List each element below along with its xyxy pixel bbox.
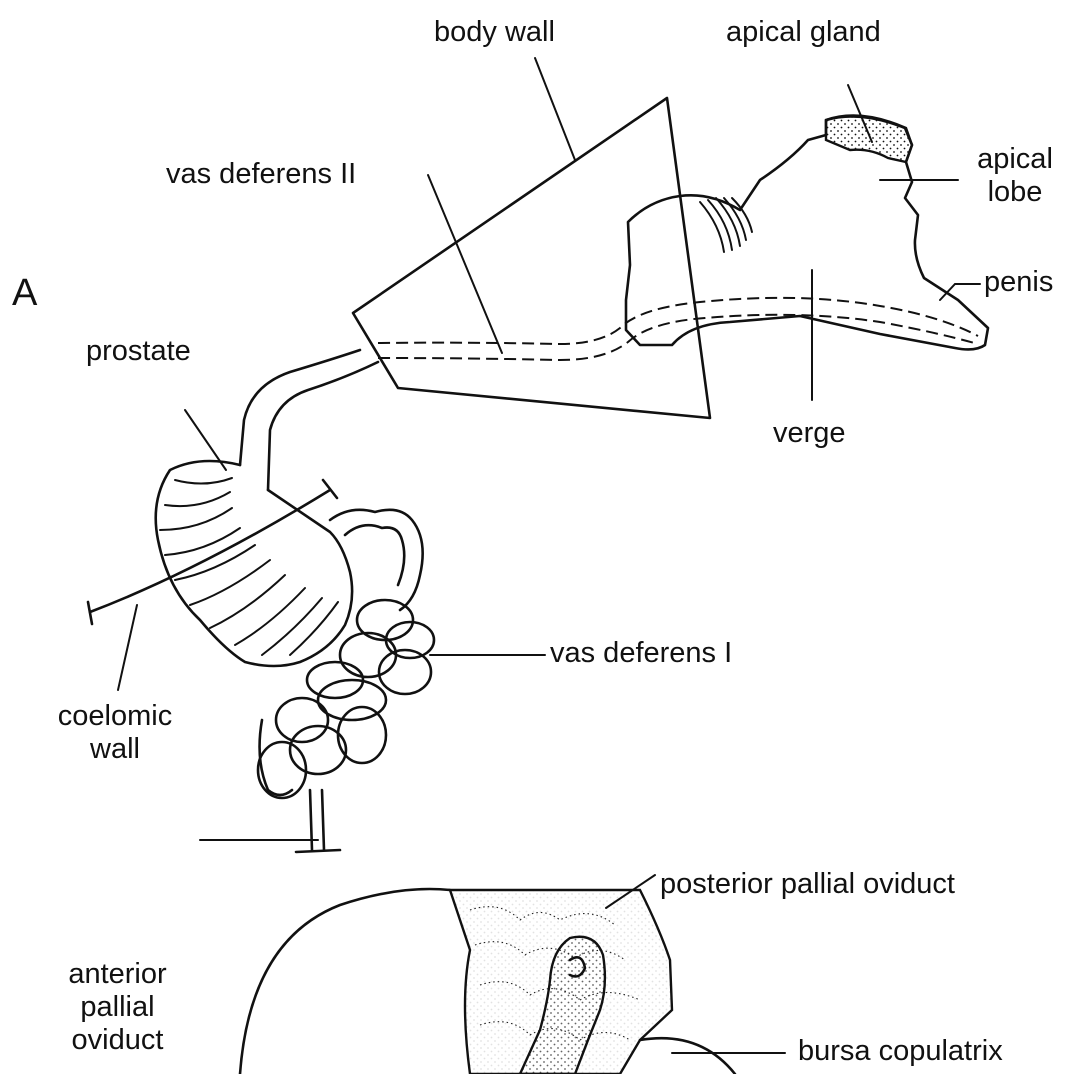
label-coelomic-wall: coelomic wall (40, 700, 190, 766)
label-anterior-pallial-oviduct: anterior pallial oviduct (40, 958, 195, 1057)
label-apical-lobe: apical lobe (960, 143, 1070, 209)
vas-deferens-i-coils (258, 510, 434, 798)
coelomic-wall-end-left (88, 602, 92, 624)
label-verge: verge (773, 417, 846, 450)
coelomic-wall-end-right (323, 480, 337, 498)
anterior-pallial-oviduct-outline (240, 889, 450, 1074)
label-anterior-pallial-oviduct-line3: oviduct (40, 1024, 195, 1057)
apical-gland (826, 116, 912, 163)
prostate-gland (156, 461, 352, 666)
verge-folds (700, 198, 752, 252)
prostate-lobules (160, 478, 338, 655)
label-vas-deferens-i: vas deferens I (550, 637, 732, 670)
prostate-duct-inner (268, 362, 378, 490)
label-coelomic-wall-line2: wall (40, 733, 190, 766)
label-apical-lobe-line2: lobe (960, 176, 1070, 209)
prostate-duct (240, 350, 360, 465)
label-posterior-pallial-oviduct: posterior pallial oviduct (660, 868, 955, 901)
label-apical-gland: apical gland (726, 16, 881, 49)
label-bursa-copulatrix: bursa copulatrix (798, 1035, 1003, 1068)
label-prostate: prostate (86, 335, 191, 368)
vas-deferens-i-base (296, 850, 340, 852)
label-apical-lobe-line1: apical (960, 143, 1070, 176)
bursa-copulatrix-outline (640, 1038, 735, 1074)
label-vas-deferens-ii: vas deferens II (166, 158, 356, 191)
label-body-wall: body wall (434, 16, 555, 49)
label-anterior-pallial-oviduct-line1: anterior (40, 958, 195, 991)
vas-deferens-i-stalk-2 (322, 790, 324, 850)
panel-label: A (12, 272, 37, 315)
body-wall-outline (353, 98, 710, 418)
label-penis: penis (984, 266, 1053, 299)
label-coelomic-wall-line1: coelomic (40, 700, 190, 733)
label-anterior-pallial-oviduct-line2: pallial (40, 991, 195, 1024)
